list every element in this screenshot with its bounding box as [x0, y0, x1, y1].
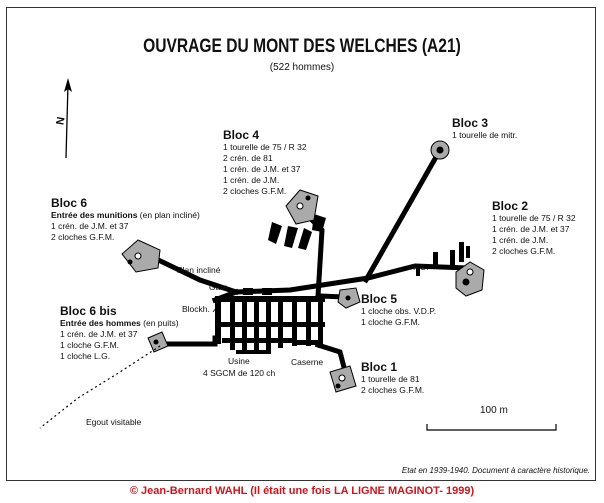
bloc6-subtitle-rest: (en plan incliné) [137, 210, 200, 220]
bloc4-title: Bloc 4 [223, 128, 260, 142]
bloc6bis-subtitle: Entrée des hommes (en puits) [60, 318, 179, 329]
bloc6-label: Bloc 6 Entrée des munitions (en plan inc… [51, 196, 200, 243]
bloc4-line: 1 crén. de J.M. et 37 [223, 164, 301, 174]
bloc6-title: Bloc 6 [51, 196, 88, 210]
scale-bar [426, 424, 557, 431]
gare-label: Gare [209, 282, 228, 292]
bloc5-line: 1 cloche obs. V.D.P. [361, 306, 437, 316]
usine-label: Usine [228, 356, 250, 366]
usine-detail-label: 4 SGCM de 120 ch [203, 368, 276, 378]
bloc4-stubs [268, 214, 326, 250]
gallery-to-bloc6 [146, 252, 240, 296]
caserne-label: Caserne [291, 357, 324, 367]
copyright: © Jean-Bernard WAHL (Il était une fois L… [129, 485, 475, 497]
bloc2-stubs [416, 242, 470, 276]
bloc2-label: Bloc 2 1 tourelle de 75 / R 32 1 crén. d… [492, 199, 576, 257]
bloc2-shape [455, 261, 485, 297]
bloc2-line: 2 cloches G.F.M. [492, 246, 556, 256]
bloc4-line: 2 cloches G.F.M. [223, 186, 287, 196]
bloc6-line: 2 cloches G.F.M. [51, 232, 115, 242]
bloc6-line: 1 crén. de J.M. et 37 [51, 221, 129, 231]
bloc5-label: Bloc 5 1 cloche obs. V.D.P. 1 cloche G.F… [361, 292, 436, 328]
bloc4-line: 2 crén. de 81 [223, 153, 273, 163]
bloc1-label: Bloc 1 1 tourelle de 81 2 cloches G.F.M. [361, 360, 424, 396]
bloc3-label: Bloc 3 1 tourelle de mitr. [452, 116, 517, 141]
blockhaus-icon [243, 288, 272, 295]
bloc1-line: 1 tourelle de 81 [361, 374, 420, 384]
bloc-shapes [121, 140, 485, 393]
bloc1-line: 2 cloches G.F.M. [361, 385, 425, 395]
north-arrow-icon [64, 78, 72, 159]
bloc5-line: 1 cloche G.F.M. [361, 317, 421, 327]
pc-label: P.C. [413, 262, 429, 272]
bloc2-line: 1 tourelle de 75 / R 32 [492, 213, 576, 223]
bloc6-subtitle-bold: Entrée des munitions [51, 210, 138, 220]
bloc2-title: Bloc 2 [492, 199, 529, 213]
bloc3-title: Bloc 3 [452, 116, 489, 130]
scale-label: 100 m [480, 405, 508, 416]
cloche-markers [127, 146, 474, 389]
gallery-to-bloc3 [362, 146, 444, 284]
blockh-label: Blockh. [182, 304, 210, 314]
bloc6bis-title: Bloc 6 bis [60, 304, 117, 318]
bloc4-line: 1 crén. de J.M. [223, 175, 280, 185]
bloc2-line: 1 crén. de J.M. [492, 235, 549, 245]
bloc6bis-line: 1 crén. de J.M. et 37 [60, 329, 138, 339]
egout-label: Egout visitable [86, 417, 142, 427]
bloc2-line: 1 crén. de J.M. et 37 [492, 224, 570, 234]
bloc6bis-subtitle-rest: (en puits) [140, 318, 179, 328]
map-title: OUVRAGE DU MONT DES WELCHES (A21) [143, 36, 461, 57]
map-subtitle: (522 hommes) [269, 62, 335, 73]
bloc1-title: Bloc 1 [361, 360, 398, 374]
bloc4-line: 1 tourelle de 75 / R 32 [223, 142, 307, 152]
footer-note: Etat en 1939-1940. Document à caractère … [401, 466, 590, 475]
bloc3-line: 1 tourelle de mitr. [452, 130, 518, 140]
central-complex [215, 296, 325, 354]
plan-incline-label: Plan incliné [177, 265, 221, 275]
bloc6bis-line: 1 cloche L.G. [60, 351, 111, 361]
map-frame [6, 7, 596, 481]
bloc6bis-subtitle-bold: Entrée des hommes [60, 318, 141, 328]
bloc6bis-line: 1 cloche G.F.M. [60, 340, 120, 350]
bloc6bis-label: Bloc 6 bis Entrée des hommes (en puits) … [60, 304, 179, 362]
egout-line [39, 345, 161, 429]
bloc5-title: Bloc 5 [361, 292, 398, 306]
bloc6-subtitle: Entrée des munitions (en plan incliné) [51, 210, 200, 221]
bloc4-label: Bloc 4 1 tourelle de 75 / R 32 2 crén. d… [223, 128, 307, 197]
